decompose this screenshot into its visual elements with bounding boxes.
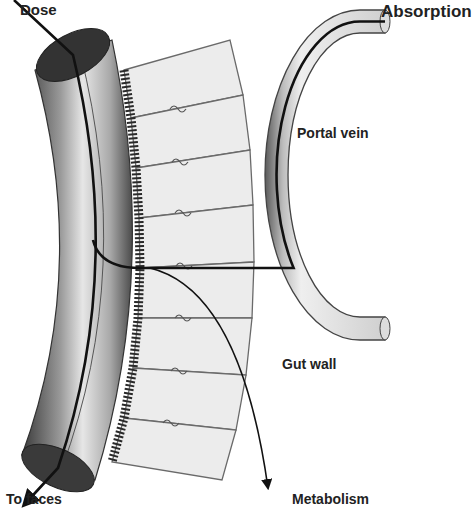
text-label: Metabolism — [292, 492, 369, 507]
text-label: To faces — [6, 492, 62, 507]
text-label: Portal vein — [297, 126, 369, 141]
vein-end-bottom — [380, 317, 390, 340]
text-label: Dose — [20, 2, 57, 19]
portal-vein — [265, 10, 385, 340]
metabolism-path — [150, 268, 268, 488]
text-label: Gut wall — [282, 357, 336, 372]
absorption-path — [93, 22, 385, 269]
tube-seam — [62, 52, 104, 468]
text-label: Absorption — [381, 3, 472, 22]
tight-junctions — [163, 106, 192, 426]
dose-path — [14, 0, 96, 505]
gut-tube — [22, 40, 132, 480]
gut-wall-cells — [112, 40, 254, 480]
